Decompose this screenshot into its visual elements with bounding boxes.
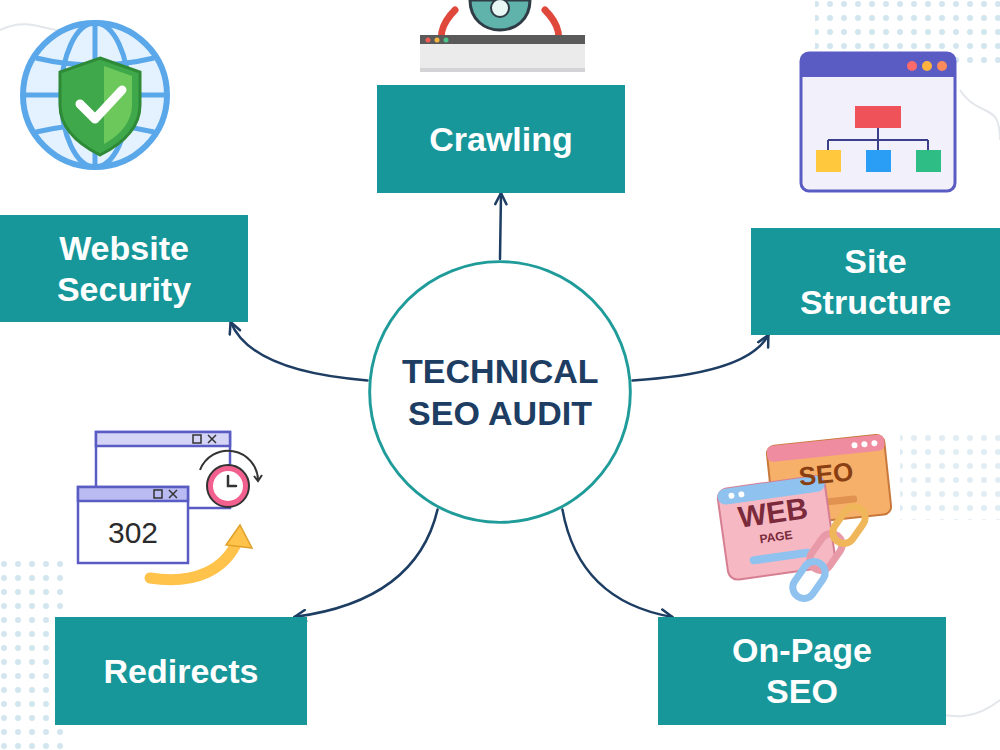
crawler-icon (420, 0, 585, 72)
topic-label: Website Security (22, 228, 227, 310)
web-seo-icon (717, 434, 892, 603)
topic-label: Crawling (429, 119, 573, 160)
icon-text: WEB (736, 493, 809, 532)
arrow-connector (294, 509, 437, 617)
arrow-connector (500, 193, 501, 259)
arrow-connector (231, 322, 368, 380)
topic-box: Website Security (0, 215, 248, 322)
arrow-connector (633, 335, 769, 380)
hub-outline (367, 259, 633, 525)
topic-box: On-Page SEO (658, 617, 946, 725)
icon-text: SEO (797, 458, 854, 490)
topic-box: Site Structure (751, 228, 1000, 335)
topic-label: On-Page SEO (710, 630, 895, 712)
icon-text: PAGE (759, 529, 793, 545)
globe-shield-icon (23, 23, 167, 167)
hub-circle: TECHNICAL SEO AUDIT (367, 259, 633, 525)
topic-label: Redirects (104, 651, 259, 692)
topic-label: Site Structure (776, 241, 976, 323)
topic-box: Redirects (55, 617, 307, 725)
deco-curve (960, 90, 1000, 140)
arrow-connector (562, 509, 672, 617)
redirect-icon (78, 432, 262, 580)
icon-text: 302 (108, 518, 158, 548)
topic-box: Crawling (377, 85, 625, 193)
hub-title: TECHNICAL SEO AUDIT (402, 350, 598, 435)
sitemap-icon (801, 53, 955, 191)
dot-pattern (900, 430, 1000, 520)
